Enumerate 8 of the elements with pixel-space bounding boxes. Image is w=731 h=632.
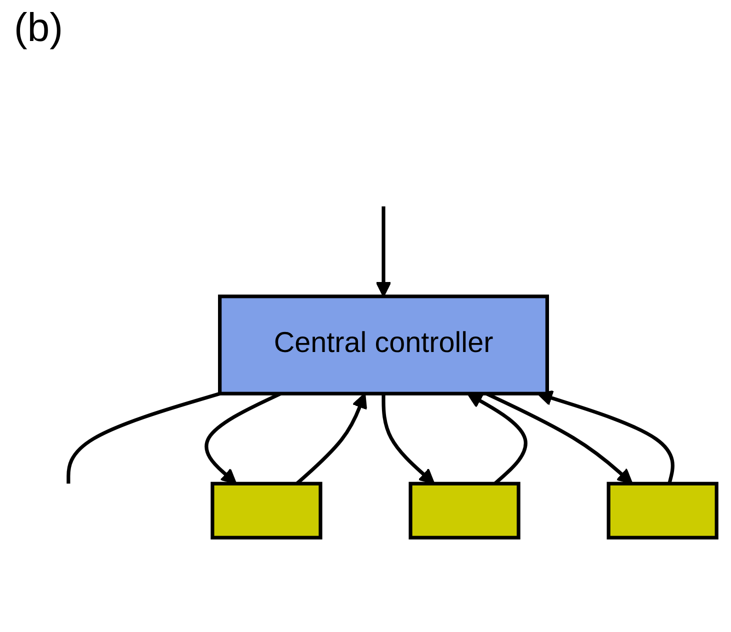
arrow [537, 390, 675, 484]
arrow [382, 394, 435, 484]
node-box [210, 482, 322, 540]
node-box [408, 482, 520, 540]
panel-label: (b) [14, 6, 63, 51]
connector-line [66, 392, 220, 484]
node-box: Central controller [218, 294, 549, 396]
node-box [606, 482, 718, 540]
